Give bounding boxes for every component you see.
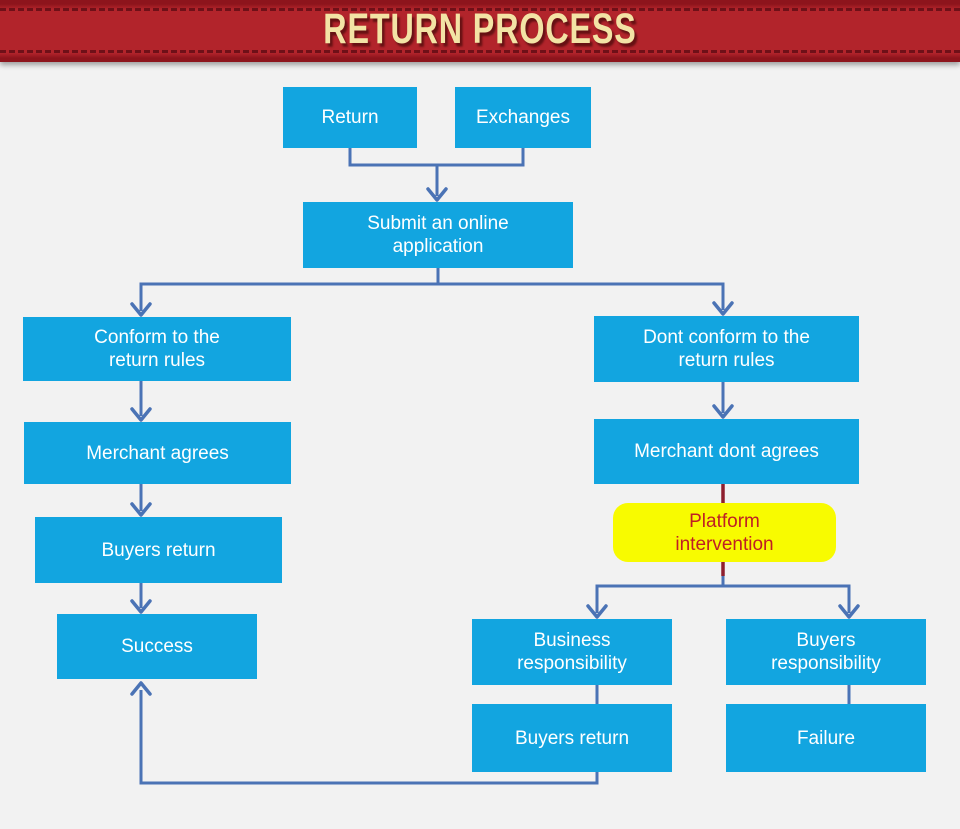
node-conform-rules: Conform to the return rules bbox=[23, 317, 291, 381]
node-merchant-agrees: Merchant agrees bbox=[24, 422, 291, 484]
connector-main-split bbox=[139, 282, 725, 311]
node-merchant-dont-agrees: Merchant dont agrees bbox=[594, 419, 859, 484]
arrowhead-success bbox=[130, 599, 152, 614]
node-return: Return bbox=[283, 87, 417, 148]
page-title: RETURN PROCESS bbox=[323, 6, 637, 54]
arrowhead-success-up bbox=[130, 681, 152, 696]
arrowhead-dont-conform bbox=[712, 301, 734, 316]
arrowhead-merchant-agrees bbox=[130, 407, 152, 422]
arrowhead-conform bbox=[130, 302, 152, 317]
node-buyers-responsibility: Buyers responsibility bbox=[726, 619, 926, 685]
node-platform-intervention: Platform intervention bbox=[613, 503, 836, 562]
node-success: Success bbox=[57, 614, 257, 679]
arrowhead-merchant-dont bbox=[712, 404, 734, 419]
node-exchanges: Exchanges bbox=[455, 87, 591, 148]
stitch-line-bottom bbox=[0, 50, 960, 53]
stitch-line-top bbox=[0, 8, 960, 11]
node-failure: Failure bbox=[726, 704, 926, 772]
arrowhead-buyers-return-left bbox=[130, 502, 152, 517]
banner: RETURN PROCESS bbox=[0, 0, 960, 62]
connector-platform-split bbox=[595, 584, 851, 613]
node-business-responsibility: Business responsibility bbox=[472, 619, 672, 685]
arrowhead-business bbox=[586, 604, 608, 619]
node-submit-application: Submit an online application bbox=[303, 202, 573, 268]
node-dont-conform-rules: Dont conform to the return rules bbox=[594, 316, 859, 382]
arrowhead-submit bbox=[426, 187, 448, 202]
node-buyers-return-left: Buyers return bbox=[35, 517, 282, 583]
node-buyers-return-right: Buyers return bbox=[472, 704, 672, 772]
connector-merge-top bbox=[348, 147, 525, 167]
arrowhead-buyers-resp bbox=[838, 604, 860, 619]
